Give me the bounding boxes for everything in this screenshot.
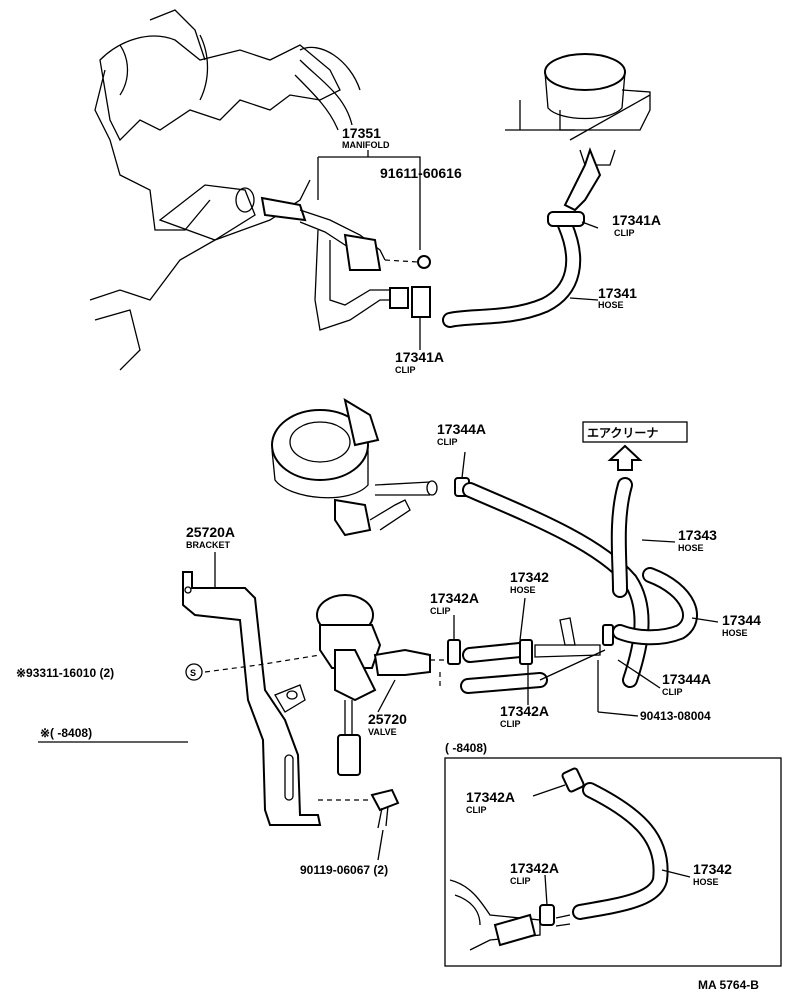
hose-17341-drawing: [442, 217, 582, 328]
inset-part-number-hose: 17342: [693, 861, 732, 877]
part-name-clip-top-bottom: CLIP: [395, 365, 416, 375]
hose-17344-drawing: [612, 567, 698, 646]
part-name-manifold: MANIFOLD: [342, 140, 390, 150]
part-name-clip-17342a-left: CLIP: [430, 606, 451, 616]
part-name-hose-17343: HOSE: [678, 543, 704, 553]
part-name-valve: VALVE: [368, 727, 397, 737]
inset-part-name-hose: HOSE: [693, 877, 719, 887]
inset-part-name-clip-lower: CLIP: [510, 876, 531, 886]
part-name-clip-top-right: CLIP: [614, 228, 635, 238]
inset-hose-drawing: [449, 767, 669, 951]
hose-17343-drawing: [462, 477, 650, 688]
part-number-bracket: 25720A: [186, 524, 235, 540]
inset-title: ( -8408): [445, 741, 487, 755]
manifold-pipe-drawing: [260, 196, 409, 331]
part-number-pipe-90413: 90413-08004: [640, 709, 711, 723]
s-mark-letter: S: [190, 668, 196, 678]
canister-top-drawing: [505, 53, 651, 212]
inset-box: [444, 757, 782, 967]
part-name-clip-mid-top: CLIP: [437, 437, 458, 447]
part-number-clip-17342a-bottom: 17342A: [500, 703, 549, 719]
note-range: ※( -8408): [40, 726, 92, 740]
part-number-clip-top-right: 17341A: [612, 212, 661, 228]
part-number-hose-17344: 17344: [722, 612, 761, 628]
clip-top-right-drawing: [547, 211, 585, 227]
air-cleaner-arrow: [607, 444, 643, 471]
inset-part-number-clip-upper: 17342A: [466, 789, 515, 805]
part-name-clip-17344a-right: CLIP: [662, 687, 683, 697]
part-number-hose-top: 17341: [598, 285, 637, 301]
part-name-bracket: BRACKET: [186, 540, 231, 550]
part-number-bolt-93311: ※93311-16010 (2): [16, 666, 114, 680]
valve-drawing: [316, 594, 431, 776]
drawing-code: MA 5764-B: [698, 978, 759, 992]
part-number-manifold: 17351: [342, 125, 381, 141]
part-name-hose-top: HOSE: [598, 300, 624, 310]
egr-valve-drawing: [271, 397, 438, 537]
s-mark-icon: [185, 663, 203, 681]
inset-leaders: [532, 784, 691, 906]
air-cleaner-box: [582, 421, 688, 443]
air-cleaner-label: エアクリーナ: [587, 426, 658, 440]
inset-part-name-clip-upper: CLIP: [466, 805, 487, 815]
inset-part-number-clip-lower: 17342A: [510, 860, 559, 876]
part-number-clip-mid-top: 17344A: [437, 421, 486, 437]
part-number-gasket: 91611-60616: [380, 165, 462, 181]
bolt-90119-drawing: [318, 788, 400, 829]
gasket-drawing: [417, 255, 431, 269]
part-number-hose-17343: 17343: [678, 527, 717, 543]
part-number-valve: 25720: [368, 711, 407, 727]
part-number-clip-17342a-left: 17342A: [430, 590, 479, 606]
part-name-hose-17342: HOSE: [510, 585, 536, 595]
part-number-clip-17344a-right: 17344A: [662, 671, 711, 687]
part-number-bolt-90119: 90119-06067 (2): [300, 863, 388, 877]
engine-block-drawing: [89, 9, 361, 371]
part-number-clip-top-bottom: 17341A: [395, 349, 444, 365]
hose-17342-drawing: [430, 617, 614, 694]
clip-top-bottom-drawing: [411, 286, 431, 318]
leader-lines: [214, 150, 719, 861]
part-number-hose-17342: 17342: [510, 569, 549, 585]
part-name-hose-17344: HOSE: [722, 628, 748, 638]
bracket-drawing: [182, 571, 322, 826]
part-name-clip-17342a-bottom: CLIP: [500, 719, 521, 729]
